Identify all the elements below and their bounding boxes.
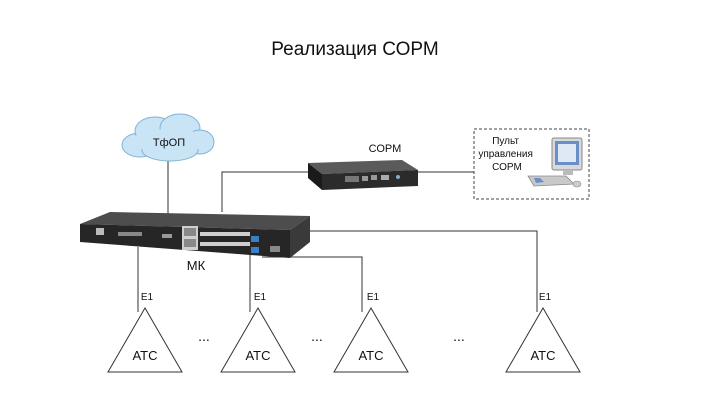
main-switch: МК <box>80 212 310 273</box>
exchange-label-4: АТС <box>531 348 556 363</box>
console-label-line-2: управления <box>478 149 533 160</box>
console-frame <box>473 128 590 200</box>
exchange-label-2: АТС <box>246 348 271 363</box>
diagram-title: Реализация СОРМ <box>271 39 438 60</box>
exchange-triangle-1 <box>107 307 183 373</box>
exchange-label-3: АТС <box>359 348 384 363</box>
wire-mk-to-sorm <box>221 171 310 212</box>
console-box: Пульт управления СОРМ <box>473 128 590 200</box>
sorm-device: СОРМ <box>308 143 418 190</box>
exchange-3: АТС <box>333 307 409 373</box>
e1-label-2: Е1 <box>254 292 267 303</box>
connection-lines <box>137 160 538 312</box>
e1-label-3: Е1 <box>367 292 380 303</box>
pstn-cloud-label: ТфОП <box>153 137 185 149</box>
wire-to-ats-3 <box>262 256 363 312</box>
exchange-triangle-3 <box>333 307 409 373</box>
main-switch-label: МК <box>187 258 206 273</box>
ellipsis-2: ... <box>311 328 323 344</box>
ellipsis-1: ... <box>198 328 210 344</box>
exchange-triangle-2 <box>220 307 296 373</box>
console-label: Пульт управления СОРМ <box>478 136 535 173</box>
exchange-label-1: АТС <box>133 348 158 363</box>
e1-label-1: Е1 <box>141 292 154 303</box>
ellipsis-3: ... <box>453 328 465 344</box>
sorm-device-label: СОРМ <box>369 143 402 155</box>
exchange-2: АТС <box>220 307 296 373</box>
switch-rack-icon <box>80 212 310 258</box>
e1-label-4: Е1 <box>539 292 552 303</box>
console-label-line-3: СОРМ <box>492 162 522 173</box>
sorm-rack-icon <box>308 160 418 190</box>
wire-to-ats-4 <box>292 230 538 312</box>
console-label-line-1: Пульт <box>492 136 519 147</box>
computer-icon <box>527 137 583 188</box>
exchange-triangle-4 <box>505 307 581 373</box>
pstn-cloud: ТфОП <box>121 113 215 162</box>
exchange-1: АТС <box>107 307 183 373</box>
exchange-4: АТС <box>505 307 581 373</box>
